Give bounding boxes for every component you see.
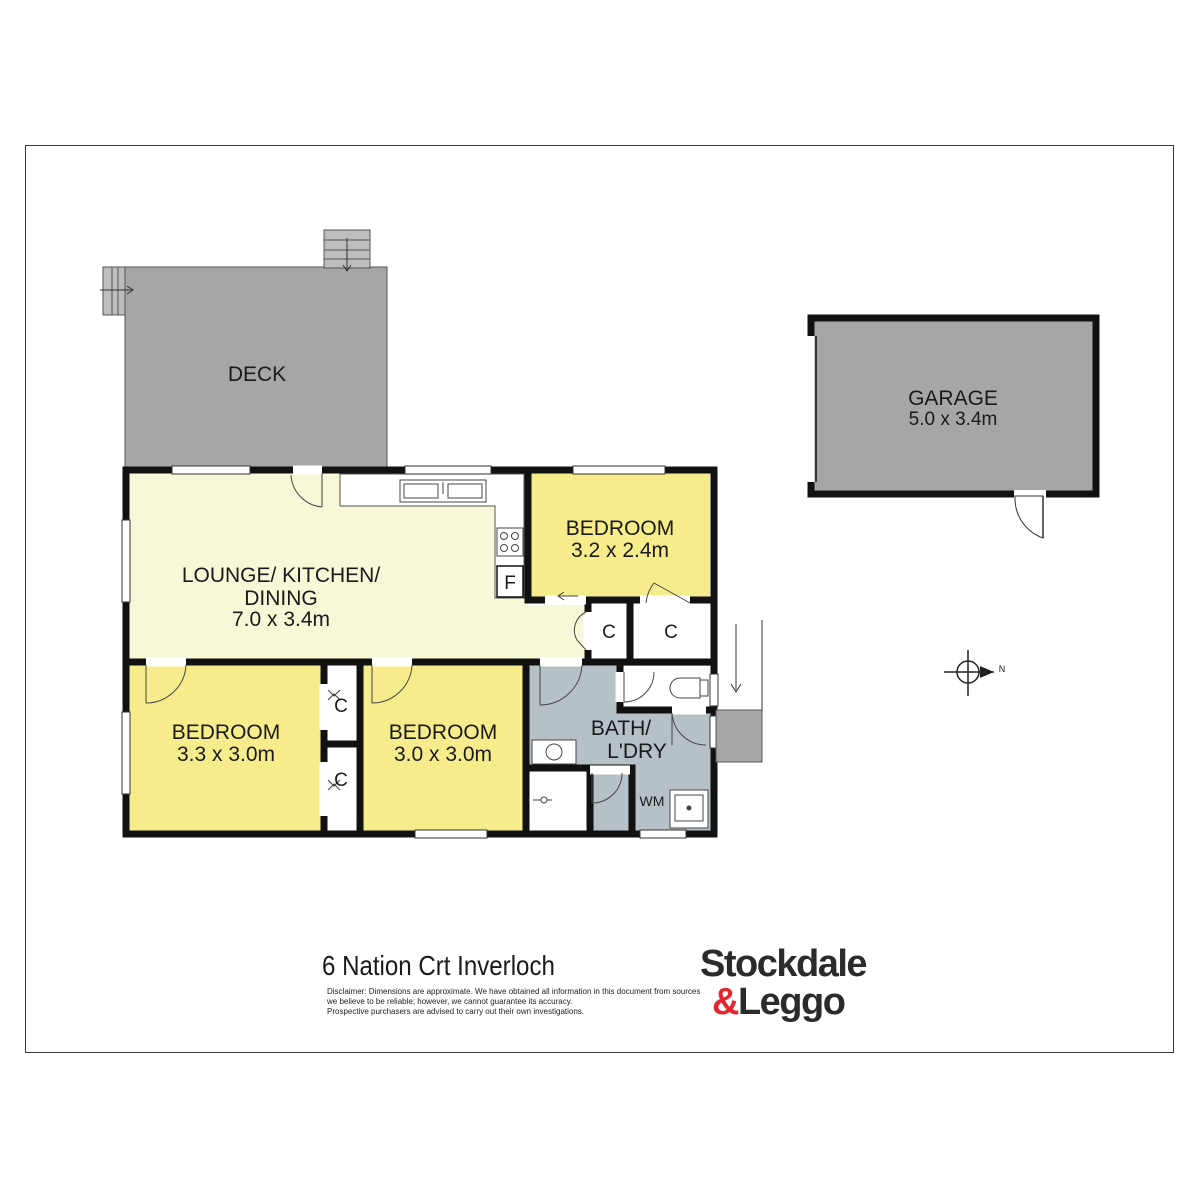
bedroom-mid-label: BEDROOM [389, 721, 498, 744]
bath-fixtures: WM [531, 677, 709, 829]
room-labels: LOUNGE/ KITCHEN/ DINING 7.0 x 3.4m BEDRO… [172, 517, 675, 766]
fridge-space [496, 565, 524, 598]
kitchen-bench: F [339, 473, 525, 599]
compass-north-label: N [999, 664, 1006, 674]
entry-landing [715, 620, 763, 763]
lounge-size: 7.0 x 3.4m [232, 608, 330, 631]
bedroom-sw-fill [126, 662, 324, 832]
brand-ampersand: & [712, 981, 739, 1023]
deck-label: DECK [228, 363, 286, 386]
bedroom-ne-label: BEDROOM [566, 517, 675, 540]
door-swings [145, 473, 707, 804]
fridge-label: F [504, 573, 516, 594]
toilet [669, 677, 701, 699]
property-address: 6 Nation Crt Inverloch [322, 950, 555, 981]
bedroom-mid-fill [360, 662, 526, 832]
brand-logo: Stockdale &Leggo [700, 943, 868, 1021]
disclaimer-line-2: we believe to be reliable; however, we c… [327, 997, 573, 1006]
closets: C C C C [334, 622, 678, 791]
closets-fill [590, 605, 712, 662]
closet-label-2: C [664, 622, 678, 643]
bedroom-sw-size: 3.3 x 3.0m [177, 743, 275, 766]
bedroom-mid-size: 3.0 x 3.0m [394, 743, 492, 766]
shower-head-icon [533, 796, 552, 804]
disclaimer: Disclaimer: Dimensions are approximate. … [327, 987, 707, 1017]
garage-size: 5.0 x 3.4m [909, 409, 998, 430]
bedroom-sw-label: BEDROOM [172, 721, 281, 744]
compass-icon: N [944, 650, 1005, 696]
cooktop [496, 527, 524, 557]
deck-steps-west [102, 266, 126, 316]
disclaimer-line-3: Prospective purchasers are advised to ca… [327, 1007, 585, 1016]
deck: DECK [100, 229, 388, 468]
room-fills [126, 470, 716, 832]
closet-label-1: C [602, 622, 616, 643]
plan-frame [25, 145, 1174, 1053]
brand-line-1: Stockdale [700, 943, 868, 985]
garage: GARAGE 5.0 x 3.4m [807, 314, 1100, 539]
washing-machine-label: WM [640, 793, 665, 809]
brand-line-2-text: Leggo [737, 981, 846, 1023]
closet-label-3: C [334, 696, 348, 717]
lounge-label-1: LOUNGE/ KITCHEN/ [182, 564, 381, 587]
windows [121, 465, 719, 839]
brand-line-2: &Leggo [712, 983, 866, 1021]
disclaimer-line-1: Disclaimer: Dimensions are approximate. … [327, 987, 701, 996]
garage-label: GARAGE [908, 387, 998, 410]
bedroom-ne-size: 3.2 x 2.4m [571, 539, 669, 562]
bedroom-ne-fill [528, 472, 710, 600]
lounge-label-2: DINING [244, 587, 318, 610]
closet-label-4: C [334, 770, 348, 791]
door-openings [146, 465, 706, 816]
bath-label-1: BATH/ [591, 717, 651, 740]
bath-label-2: L'DRY [607, 740, 667, 763]
